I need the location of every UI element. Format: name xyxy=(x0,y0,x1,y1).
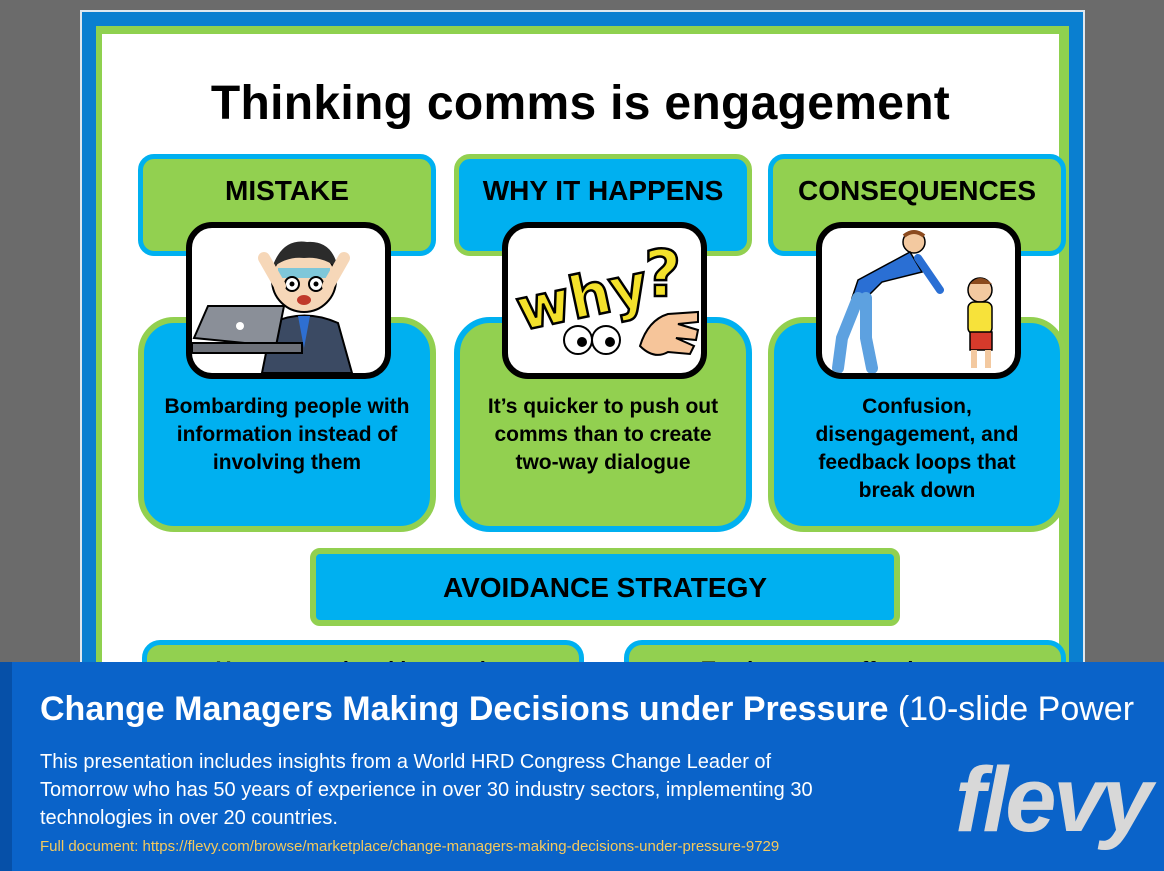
mistake-column: MISTAKE Bombarding people with informati… xyxy=(138,154,436,534)
banner-title-rest: (10-slide Power xyxy=(888,690,1135,728)
svg-text:?: ? xyxy=(644,238,681,312)
slide-frame: Thinking comms is engagement MISTAKE Bom… xyxy=(80,10,1085,710)
why-question-icon: why ? xyxy=(502,222,707,379)
flevy-logo[interactable]: flevy xyxy=(955,749,1153,851)
slide-title: Thinking comms is engagement xyxy=(210,77,951,130)
banner-title-bold: Change Managers Making Decisions under P… xyxy=(40,690,889,728)
stressed-man-laptop-icon xyxy=(186,222,391,379)
full-document-link[interactable]: Full document: https://flevy.com/browse/… xyxy=(40,838,780,855)
slide-green-border: Thinking comms is engagement MISTAKE Bom… xyxy=(96,26,1069,710)
banner-description: This presentation includes insights from… xyxy=(40,751,813,829)
banner-title[interactable]: Change Managers Making Decisions under P… xyxy=(40,690,1134,729)
document-banner: Change Managers Making Decisions under P… xyxy=(0,662,1164,871)
why-column: WHY IT HAPPENS It’s quicker to push out … xyxy=(454,154,752,534)
slide-canvas: Thinking comms is engagement MISTAKE Bom… xyxy=(102,34,1066,710)
man-scolding-child-icon xyxy=(816,222,1021,379)
banner-edge xyxy=(0,662,12,871)
consequences-column: CONSEQUENCES Confusion, disengagement, a… xyxy=(768,154,1066,534)
avoidance-strategy-header: AVOIDANCE STRATEGY xyxy=(310,548,900,626)
